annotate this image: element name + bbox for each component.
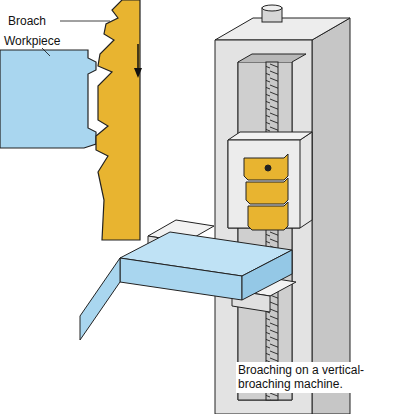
workpiece-section: [0, 50, 96, 148]
part-label: Workpiece: [4, 34, 60, 48]
broaching-machine: [0, 5, 350, 414]
broach-teeth: [96, 0, 140, 240]
leader-line: [42, 48, 50, 56]
part-label: Broach: [8, 14, 46, 28]
leader-line: [60, 21, 110, 22]
inset-sketch: [0, 0, 142, 240]
figure-caption: Broaching on a vertical-broaching machin…: [236, 362, 390, 393]
